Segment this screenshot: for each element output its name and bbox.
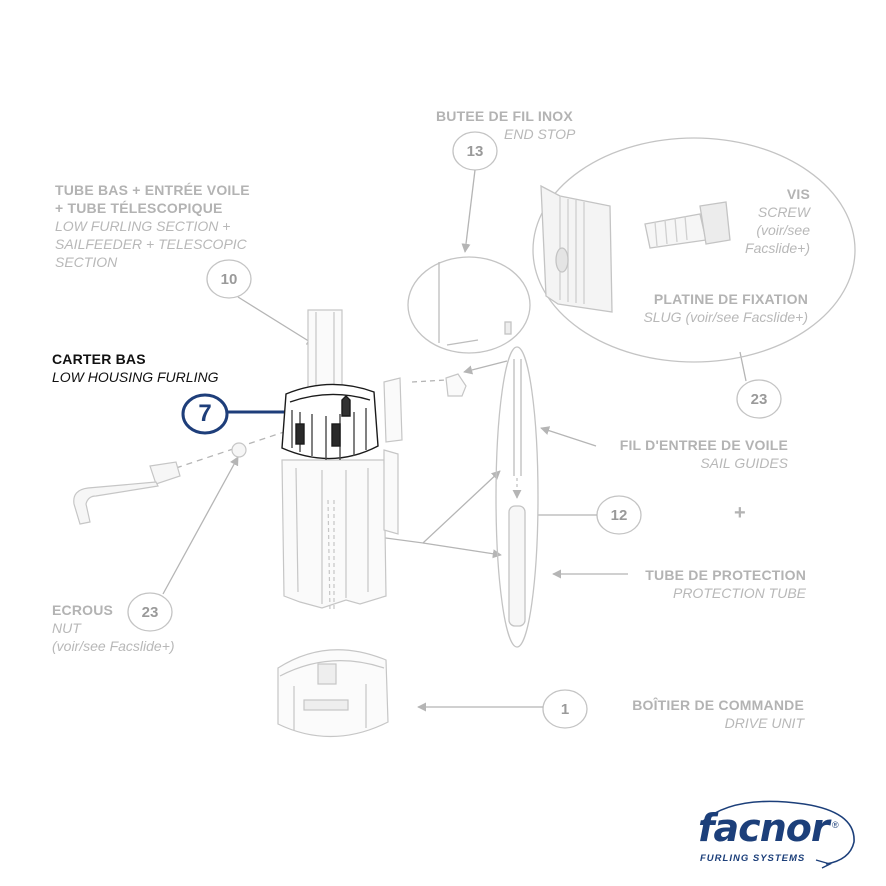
label-nut-en1: NUT [52, 620, 81, 636]
plus-sign: + [734, 502, 746, 524]
label-protection-tube-fr: TUBE DE PROTECTION [645, 567, 806, 583]
leader-split-b [422, 542, 502, 559]
leader-lines [162, 169, 747, 712]
allen-key-and-nut-drawing [73, 442, 247, 525]
callout-num-10: 10 [220, 270, 238, 288]
label-screw-en1: SCREW [757, 204, 810, 220]
label-sail-guides: FIL D'ENTREE DE VOILE SAIL GUIDES [600, 436, 788, 472]
label-low-section-fr1: TUBE BAS + ENTRÉE VOILE [55, 182, 250, 198]
label-nut-en2: (voir/see Facslide+) [52, 638, 175, 654]
label-low-section-en2: SAILFEEDER + TELESCOPIC [55, 236, 247, 252]
label-sail-guides-fr: FIL D'ENTREE DE VOILE [619, 437, 788, 453]
label-slug-en: SLUG (voir/see Facslide+) [643, 309, 808, 325]
label-end-stop-en: END STOP [504, 126, 576, 142]
label-low-housing: CARTER BAS LOW HOUSING FURLING [52, 350, 218, 386]
label-low-section-fr2: + TUBE TÉLESCOPIQUE [55, 200, 223, 216]
label-low-section-en3: SECTION [55, 254, 118, 270]
label-screw-fr: VIS [786, 186, 810, 202]
label-end-stop-fr: BUTEE DE FIL INOX [436, 108, 573, 124]
facnor-logo: facnor ® FURLING SYSTEMS [694, 800, 864, 870]
callout-num-12: 12 [610, 506, 628, 524]
logo-wordmark: facnor [698, 806, 830, 850]
leader-13 [461, 169, 476, 253]
label-screw-en3: Facslide+) [745, 240, 810, 256]
label-slug: PLATINE DE FIXATION SLUG (voir/see Facsl… [610, 290, 808, 326]
logo-tagline: FURLING SYSTEMS [700, 853, 806, 864]
label-nut-fr: ECROUS [52, 602, 114, 618]
callout-num-23-slug: 23 [750, 390, 768, 408]
detail-bubble-sail-guides [495, 346, 539, 648]
label-low-section-en1: LOW FURLING SECTION + [55, 218, 231, 234]
axis-dash-2 [411, 379, 447, 383]
label-protection-tube-en: PROTECTION TUBE [672, 585, 806, 601]
callout-circle-10 [206, 259, 252, 299]
label-low-housing-fr: CARTER BAS [52, 351, 146, 367]
detail-bubble-end-stop [407, 256, 531, 354]
callout-circle-1 [542, 689, 588, 729]
label-protection-tube: TUBE DE PROTECTION PROTECTION TUBE [620, 566, 806, 602]
logo-registered-mark: ® [832, 820, 839, 830]
leader-10 [237, 296, 316, 346]
label-drive-unit-en: DRIVE UNIT [724, 715, 804, 731]
label-screw-en2: (voir/see [756, 222, 810, 238]
callout-circle-23-slug [736, 379, 782, 419]
label-nut: ECROUS NUT (voir/see Facslide+) [52, 601, 175, 655]
callout-circles [127, 131, 782, 729]
callout-num-23-nut: 23 [141, 603, 159, 621]
leader-sail-guides [540, 426, 597, 447]
label-drive-unit-fr: BOÎTIER DE COMMANDE [632, 697, 804, 713]
label-sail-guides-en: SAIL GUIDES [700, 455, 788, 471]
callout-num-13: 13 [466, 142, 484, 160]
callout-circle-7 [181, 393, 229, 435]
low-housing-drawing [281, 383, 379, 460]
callout-num-1: 1 [560, 700, 570, 718]
label-slug-fr: PLATINE DE FIXATION [653, 291, 808, 307]
leader-end-stop-bracket [463, 360, 508, 375]
callout-num-7: 7 [198, 400, 212, 427]
label-low-housing-en: LOW HOUSING FURLING [52, 369, 219, 385]
drive-unit-drawing [277, 649, 389, 738]
logo-swoosh [701, 800, 855, 869]
label-screw: VIS SCREW (voir/see Facslide+) [720, 185, 810, 257]
callout-circle-23-nut [127, 592, 173, 632]
label-end-stop: BUTEE DE FIL INOX END STOP [436, 107, 575, 143]
leader-23-nut [162, 456, 239, 595]
low-furling-section-drawing [281, 309, 467, 613]
label-drive-unit: BOÎTIER DE COMMANDE DRIVE UNIT [600, 696, 804, 732]
detail-bubble-slug [532, 137, 856, 363]
label-low-section: TUBE BAS + ENTRÉE VOILE + TUBE TÉLESCOPI… [55, 181, 250, 271]
